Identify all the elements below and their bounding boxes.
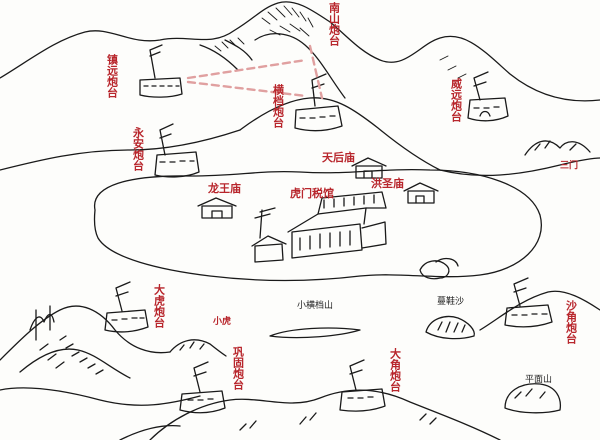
label-hengdang: 横档炮台 [271,84,285,128]
central-island [93,169,542,282]
label-xiaohengdang: 小横档山 [297,301,334,311]
gongyuan-fort [179,361,226,414]
label-sanmen: 三门 [560,161,579,171]
sanmen-hills [524,140,591,156]
customs-house [251,191,387,263]
label-yongan: 永安炮台 [131,127,145,171]
manxie-sand [425,315,475,340]
hengdang-fort [294,73,343,132]
xiaohu-hills [169,339,227,357]
tianhou-temple [351,157,387,179]
label-pingmianshan: 平面山 [525,375,553,385]
dajiao-fort [339,359,386,412]
label-tianhou: 天后庙 [322,151,355,164]
label-humen-shuiguan: 虎门税馆 [290,187,334,200]
hengdang-hill [239,97,441,171]
hongsheng-temple [403,182,439,204]
label-shajiao: 沙角炮台 [564,300,578,344]
label-dajiao: 大角炮台 [388,348,402,392]
label-manxie: 蔓鞋沙 [437,297,465,307]
shore-rocks [419,260,450,280]
label-zhenyuan: 镇远炮台 [105,54,119,98]
yongan-fort [154,123,200,178]
xiaohengdang-islet [269,327,361,339]
label-nanshan: 南山炮台 [327,2,341,46]
label-xiaohu: 小虎 [213,317,232,327]
weiyuan-fort [467,71,509,122]
shajiao-fort [479,277,600,331]
southern-ridge [149,389,501,440]
pingmian-hill [504,383,562,414]
dahu-fort [104,281,149,333]
label-dahu: 大虎炮台 [152,284,166,328]
label-longwang: 龙王庙 [208,182,241,195]
label-weiyuan: 威远炮台 [449,78,463,122]
peak-hatching [214,5,467,79]
label-gongyuan: 巩固炮台 [231,346,245,390]
northern-mountains [0,1,600,102]
fort-route [186,44,324,100]
dahu-mountains [0,305,201,406]
label-hongsheng: 洪圣庙 [371,177,404,190]
zhenyuan-fort [139,44,183,98]
longwang-temple [197,197,237,219]
